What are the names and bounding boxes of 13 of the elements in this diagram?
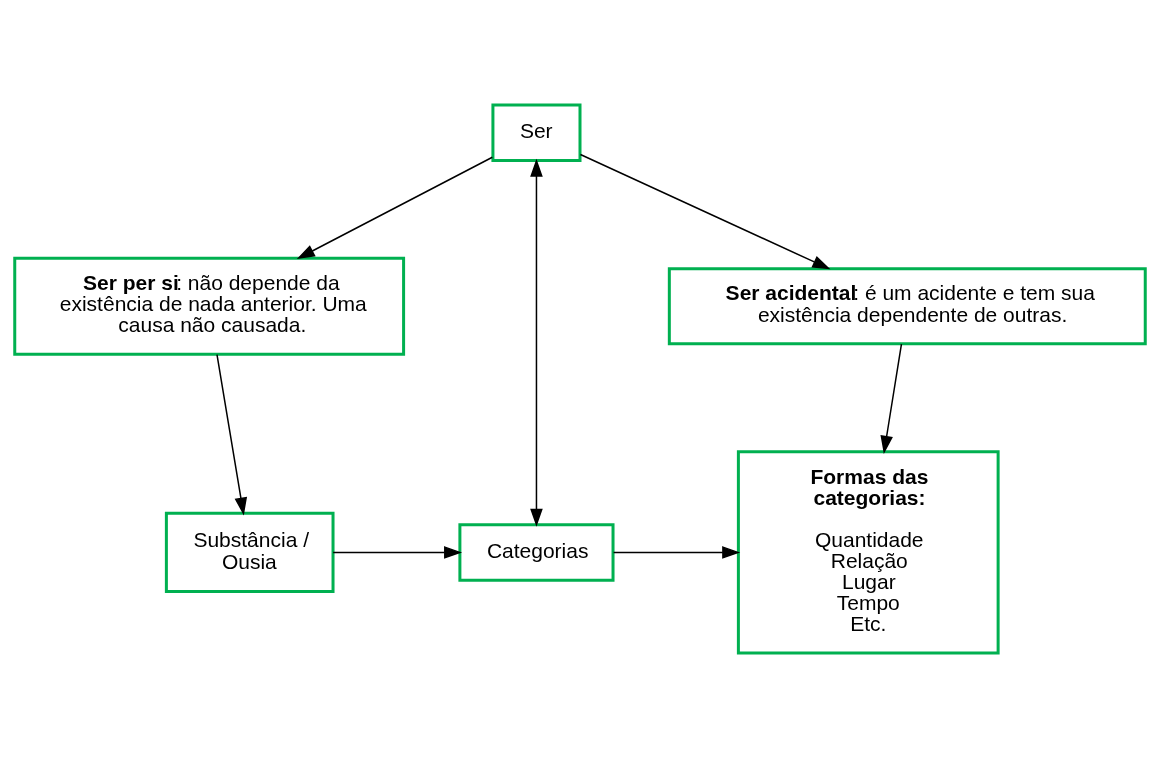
node-box: Formas das categorias: Quantidade Relação Lugar Tempo Etc. [736,450,1000,655]
arrow [612,546,741,559]
arrow [880,343,903,454]
arrow [530,158,543,527]
node-box: Ser [491,103,582,163]
node-box: Substância / Ousia [164,511,335,593]
node-box: Ser acidental: é um acidente e tem sua existência dependente de outras. [667,267,1147,346]
arrow [332,546,463,559]
node-box: Ser per si: não depende da existência de nada anterior. Uma causa não causada. [13,256,406,356]
arrow [216,353,248,516]
arrow [579,153,831,270]
arrow [296,156,494,260]
node-box: Categorias [458,523,615,582]
